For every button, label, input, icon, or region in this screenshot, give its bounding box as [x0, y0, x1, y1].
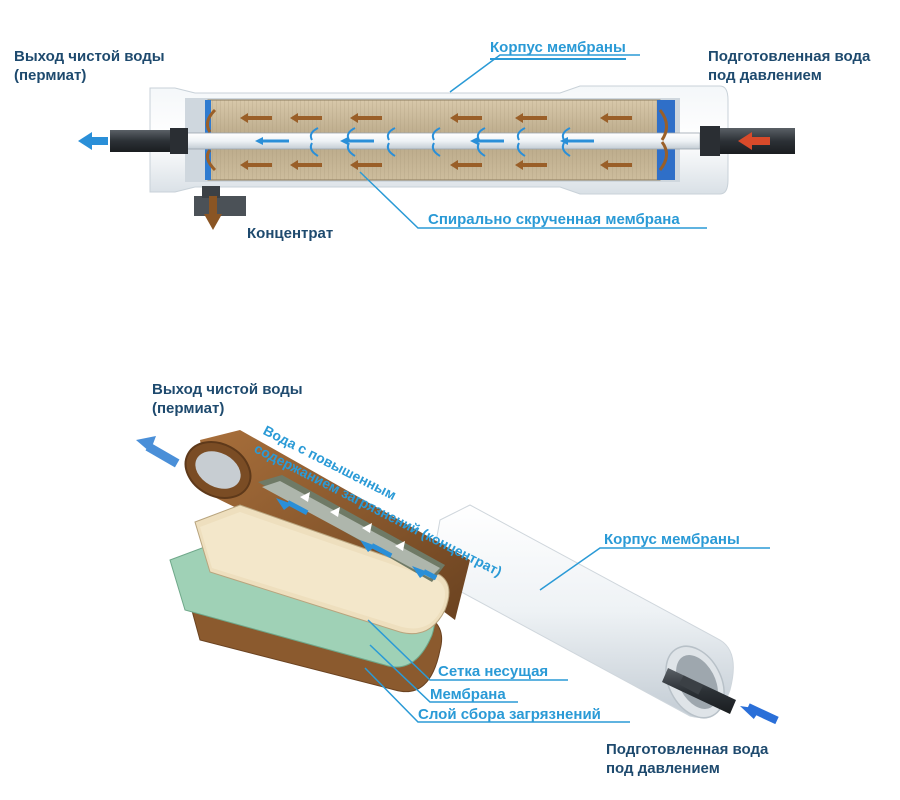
bottom-feed-pipe	[662, 668, 736, 714]
top-brown-flow-arrows	[240, 113, 632, 170]
bottom-dirt-layer-label: Слой сбора загрязнений	[418, 706, 601, 723]
top-blue-flow-arrows	[255, 137, 594, 145]
top-concentrate-arrow-icon	[204, 196, 222, 230]
bottom-core-flow-arrows	[300, 492, 405, 551]
bottom-feed-arrow-icon	[740, 703, 779, 725]
bottom-membrane-label: Мембрана	[430, 686, 506, 703]
bottom-feed-label: Подготовленная вода под давлением	[606, 741, 769, 777]
bottom-permeate-label: Выход чистой воды (пермиат)	[152, 381, 303, 417]
top-permeate-tube	[169, 132, 701, 150]
top-feed-label: Подготовленная вода под давлением	[708, 48, 871, 84]
bottom-mesh-sheet	[194, 504, 450, 635]
top-concentrate-port	[194, 186, 246, 216]
bottom-blue-flow-arrows	[276, 498, 438, 581]
top-curved-flow-icons	[205, 108, 668, 172]
bottom-leader-lines	[364, 547, 770, 723]
top-permeate-arrow-icon	[78, 132, 108, 150]
top-leader-lines	[359, 54, 707, 229]
top-permeate-label: Выход чистой воды (пермиат)	[14, 48, 165, 84]
top-permeate-pipe	[110, 130, 180, 152]
top-spiral-label: Спирально скрученная мембрана	[428, 211, 680, 228]
bottom-permeate-arrow-icon	[136, 436, 180, 468]
bottom-housing-label: Корпус мембраны	[604, 531, 740, 548]
top-blue-curl-icons	[309, 127, 571, 157]
top-housing-label: Корпус мембраны	[490, 38, 626, 60]
top-concentrate-label: Концентрат	[247, 225, 334, 242]
bottom-permeate-core	[258, 475, 445, 582]
top-feed-arrow-icon	[738, 132, 770, 150]
bottom-mesh-label: Сетка несущая	[438, 663, 549, 680]
